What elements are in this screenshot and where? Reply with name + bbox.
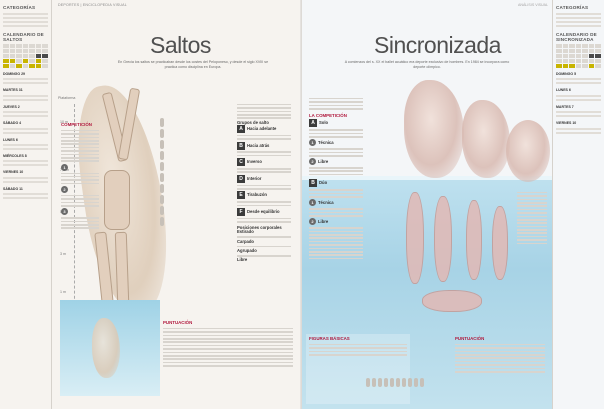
schedule-day: JUEVES 2: [3, 104, 20, 109]
positions-heading: Posiciones corporales: [237, 224, 282, 230]
calendar-title: CALENDARIO DE SINCRONIZADA: [556, 32, 597, 42]
scoring-panel: PUNTUACIÓN: [160, 318, 296, 402]
intro-text: En Grecia los saltos se practicaban desd…: [117, 60, 269, 69]
group-label: Hacia atrás: [247, 142, 270, 148]
swimmer-underwater: [406, 192, 424, 284]
swimmer-portrait: [506, 120, 550, 182]
event-item-label: Técnica: [318, 200, 334, 206]
left-calendar-rail: CATEGORÍAS CALENDARIO DE SALTOS DOMINGO …: [0, 0, 52, 409]
brand-label: ANÁLISIS VISUAL: [518, 3, 548, 7]
group-label: Desde equilibrio: [247, 208, 280, 214]
step-number: 1: [61, 163, 68, 171]
swimmer-underwater: [466, 200, 482, 280]
pool-water: [302, 176, 552, 409]
page-title-saltos: Saltos: [150, 32, 211, 58]
calendar-title: CALENDARIO DE SALTOS: [3, 32, 44, 42]
schedule-day: SÁBADO 4: [3, 121, 22, 126]
intro-text: A comienzos del s. XX el ballet acuático…: [344, 60, 510, 69]
event-item-label: Técnica: [318, 140, 334, 146]
swimmer-above-water: [462, 100, 510, 178]
competition-heading: LA COMPETICIÓN: [309, 113, 347, 119]
basic-figures-panel: FIGURAS BÁSICAS: [306, 334, 410, 404]
group-label: Interior: [247, 175, 262, 181]
group-label: Inverso: [247, 159, 262, 165]
schedule-day: LUNES 6: [3, 137, 18, 142]
height-mark: 3 m: [60, 252, 66, 256]
side-notes: [514, 190, 550, 340]
position-label: Carpado: [237, 238, 254, 244]
scoring-heading: PUNTUACIÓN: [455, 336, 485, 341]
scoring-heading: PUNTUACIÓN: [163, 320, 193, 325]
schedule-day: SÁBADO 11: [3, 186, 23, 191]
right-page-sincronizada: Sincronizada A comienzos del s. XX el ba…: [302, 0, 604, 409]
schedule-day: MARTES 31: [3, 88, 23, 93]
group-letter: B: [237, 141, 245, 150]
event-item-label: Libre: [318, 159, 329, 165]
schedule-day: VIERNES 10: [556, 121, 577, 126]
swimmer-horizontal: [422, 290, 482, 312]
group-letter: C: [237, 158, 245, 167]
schedule-day: MARTES 7: [556, 104, 574, 109]
calendar-grid: [3, 44, 48, 68]
height-mark: 10 m: [60, 120, 68, 124]
swimmer-underwater: [492, 206, 508, 280]
schedule-day: LUNES 6: [556, 88, 571, 93]
position-label: Libre: [237, 257, 248, 263]
calendar-grid: [556, 44, 601, 68]
step-number: 2: [61, 186, 68, 194]
dive-sequence-figures: [160, 118, 164, 226]
schedule-day: DOMINGO 5: [556, 72, 577, 76]
position-label: Agrupado: [237, 247, 257, 253]
event-schedule: DOMINGO 29 MARTES 31 JUEVES 2 SÁBADO 4 L…: [3, 72, 48, 200]
competition-heading: COMPETICIÓN: [61, 122, 92, 127]
event-label-solo: Solo: [319, 120, 329, 126]
group-label: Hacia adelante: [247, 125, 277, 131]
schedule-day: DOMINGO 29: [3, 72, 25, 76]
right-calendar-rail: CATEGORÍAS CALENDARIO DE SINCRONIZADA DO…: [552, 0, 604, 409]
position-label: Estirado: [237, 229, 254, 235]
scoring-panel: PUNTUACIÓN: [452, 334, 548, 404]
swimmer-above-water: [404, 80, 464, 178]
height-scale: [74, 104, 75, 334]
group-letter: E: [237, 191, 245, 200]
groups-heading: Grupos de salto: [237, 119, 269, 125]
event-schedule: DOMINGO 5 LUNES 6 MARTES 7 VIERNES 10: [556, 72, 601, 134]
event-item-label: Libre: [318, 219, 329, 225]
step-number: 3: [61, 208, 68, 216]
platform-label: Plataforma: [58, 96, 76, 100]
event-letter: A: [309, 119, 317, 128]
group-label: Tirabuzón: [247, 192, 267, 198]
swimmer-underwater: [434, 196, 452, 282]
schedule-day: VIERNES 10: [3, 170, 24, 175]
basic-figures-heading: FIGURAS BÁSICAS: [309, 336, 350, 341]
group-letter: D: [237, 174, 245, 183]
event-letter: B: [309, 179, 317, 188]
height-mark: 1 m: [60, 290, 66, 294]
section-topline: DEPORTES | ENCICLOPEDIA VISUAL: [58, 3, 127, 7]
group-letter: A: [237, 125, 245, 134]
entry-splash: [92, 318, 120, 378]
diver-torso: [104, 170, 130, 230]
competition-box: COMPETICIÓN 1 2 3: [58, 120, 102, 298]
rail-title: CATEGORÍAS: [556, 5, 589, 10]
event-label-duo: Dúo: [319, 180, 328, 186]
diver-leg: [114, 231, 130, 305]
group-letter: F: [237, 207, 245, 216]
schedule-day: MIÉRCOLES 8: [3, 154, 27, 159]
left-page-saltos: CATEGORÍAS CALENDARIO DE SALTOS DOMINGO …: [0, 0, 296, 409]
page-title-sincronizada: Sincronizada: [374, 32, 501, 58]
rail-title: CATEGORÍAS: [3, 5, 36, 10]
water-surface: [302, 176, 552, 180]
basic-figures-icons: [366, 378, 424, 387]
